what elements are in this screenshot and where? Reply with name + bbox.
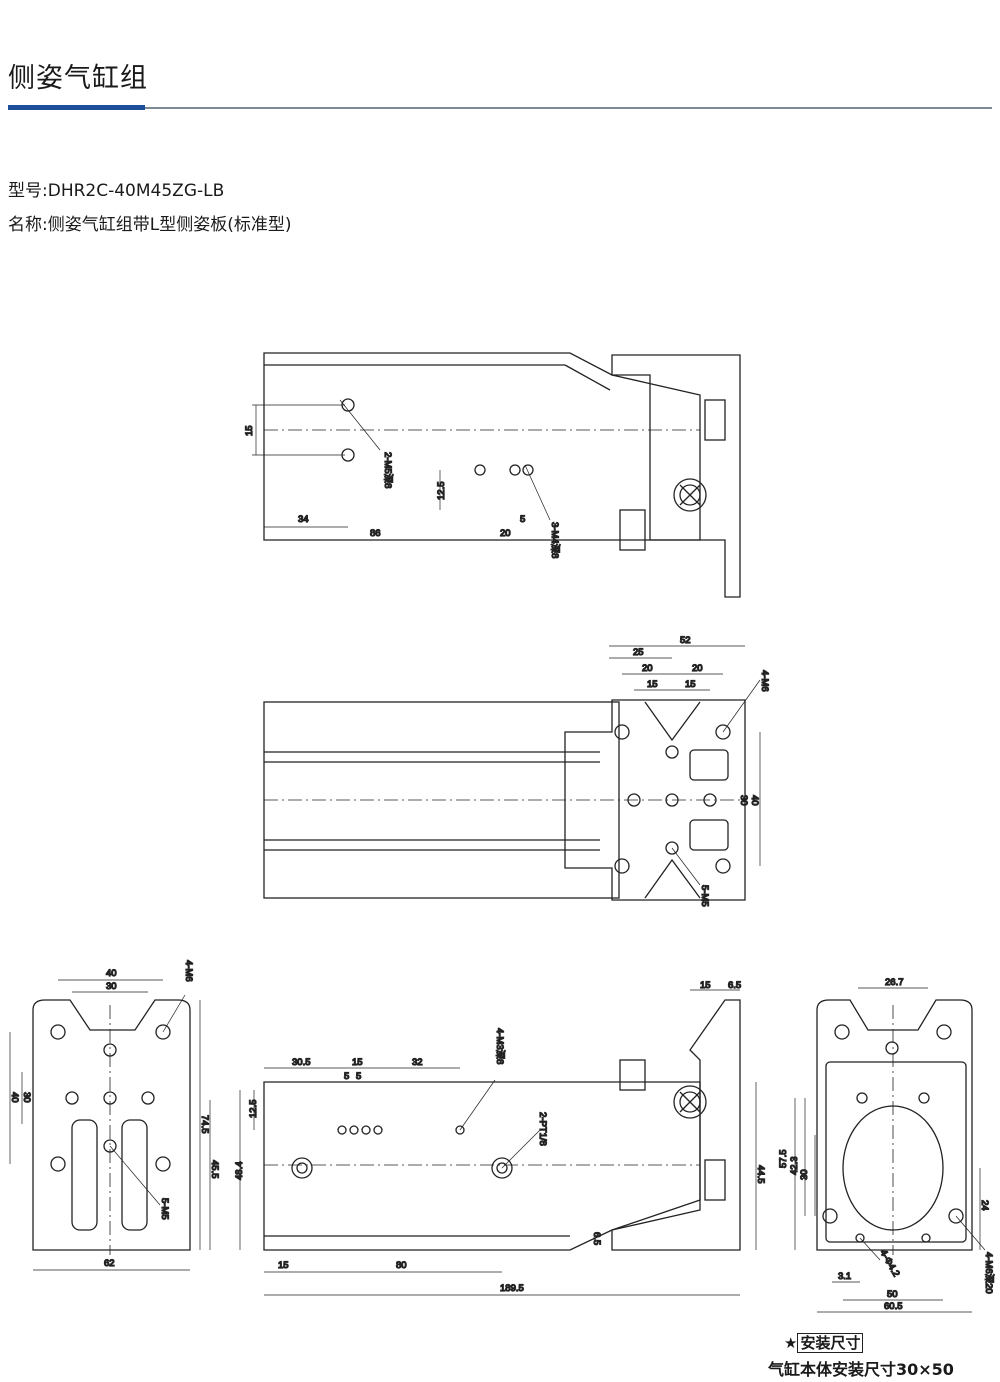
note-mid-5-m5: 5-M5 (699, 885, 710, 907)
model-label: 型号: (8, 181, 48, 201)
note-front-2-pt: 2-PT1/8 (537, 1112, 548, 1146)
dim-left-74-5: 74.5 (199, 1115, 210, 1134)
star-icon: ★ (784, 1334, 798, 1352)
dim-front-48-4: 48.4 (234, 1162, 245, 1181)
dim-front-12-5: 12.5 (248, 1100, 259, 1119)
dim-front-80: 80 (396, 1260, 407, 1271)
dim-front-15c: 15 (278, 1260, 289, 1271)
dim-mid-25: 25 (633, 647, 644, 658)
dim-right-57-5: 57.5 (778, 1150, 789, 1169)
dim-top-12-5: 12.5 (436, 482, 447, 501)
dim-mid-30: 30 (738, 795, 749, 806)
front-view: 15 6.5 30.5 15 32 5 5 12.5 48.4 44.5 6.5… (233, 979, 767, 1296)
dim-left-30a: 30 (106, 981, 117, 992)
dim-mid-15a: 15 (647, 679, 658, 690)
dim-top-34: 34 (298, 514, 309, 525)
dim-top-20: 20 (500, 528, 511, 539)
dim-mid-15b: 15 (685, 679, 696, 690)
dim-front-15: 15 (700, 980, 711, 991)
dim-front-5b: 5 (356, 1071, 361, 1082)
dim-mid-52: 52 (680, 635, 691, 646)
model-line: 型号:DHR2C-40M45ZG-LB (8, 176, 224, 201)
note-front-4-m3: 4-M3深8 (494, 1028, 505, 1064)
dim-right-42-3: 42.3 (789, 1157, 800, 1176)
dim-left-45-5: 45.5 (209, 1160, 220, 1179)
note-right-4-phi: 4-Φ4.2 (877, 1248, 901, 1279)
dim-mid-40: 40 (749, 795, 760, 806)
page-title: 侧姿气缸组 (8, 63, 148, 94)
dim-right-30: 30 (799, 1169, 810, 1180)
dim-right-50: 50 (887, 1289, 898, 1300)
dim-top-5: 5 (520, 514, 525, 525)
dim-right-24: 24 (979, 1200, 990, 1211)
dim-front-32: 32 (412, 1057, 423, 1068)
dim-front-15b: 15 (352, 1057, 363, 1068)
dim-left-40b: 40 (9, 1092, 20, 1103)
dim-left-40: 40 (106, 968, 117, 979)
dim-front-44-5: 44.5 (755, 1165, 766, 1184)
left-view: 40 30 30 40 74.5 45.5 62 4-M6 5-M5 (8, 959, 221, 1271)
note-left-4-m6: 4-M6 (183, 960, 194, 982)
dim-front-5a: 5 (344, 1071, 349, 1082)
dim-mid-20b: 20 (692, 663, 703, 674)
dim-right-3-1: 3.1 (838, 1271, 851, 1282)
right-view: 26.7 57.5 42.3 30 24 3.1 50 60.5 4-M6深20… (777, 976, 994, 1312)
note-left-5-m5: 5-M5 (159, 1198, 170, 1220)
dim-right-60-5: 60.5 (884, 1301, 903, 1312)
install-size-label: 安装尺寸 (797, 1333, 864, 1353)
name-value: 侧姿气缸组带L型侧姿板(标准型) (47, 215, 292, 235)
dim-top-86: 86 (370, 528, 381, 539)
middle-view: 52 25 20 20 15 15 30 40 4-M6 5-M5 (263, 634, 771, 907)
note-top-3-m4: 3-M4深8 (549, 522, 560, 558)
name-line: 名称:侧姿气缸组带L型侧姿板(标准型) (8, 210, 291, 235)
name-label: 名称: (8, 215, 48, 235)
dim-front-189-5: 189.5 (500, 1283, 524, 1294)
dim-front-6-5a: 6.5 (728, 980, 741, 991)
note-mid-4-m6: 4-M6 (759, 670, 770, 692)
dim-left-30b: 30 (21, 1092, 32, 1103)
title-rule (8, 107, 992, 109)
title-accent-bar (8, 105, 145, 110)
dim-mid-20a: 20 (642, 663, 653, 674)
note-top-2-m5: 2-M5深8 (382, 452, 393, 488)
install-size-badge: ★安装尺寸 (784, 1332, 864, 1353)
dim-front-6-5b: 6.5 (591, 1232, 602, 1245)
install-size-subtitle: 气缸本体安装尺寸30×50 (768, 1360, 954, 1379)
model-value: DHR2C-40M45ZG-LB (47, 181, 225, 201)
dim-right-26-7: 26.7 (885, 977, 904, 988)
top-view: 15 34 86 20 12.5 5 2-M5深8 3-M4深8 (243, 352, 741, 598)
note-right-4-m6: 4-M6深20 (983, 1252, 994, 1294)
dim-top-15: 15 (244, 425, 255, 436)
dim-left-62: 62 (104, 1258, 115, 1269)
dim-front-30-5: 30.5 (292, 1057, 311, 1068)
